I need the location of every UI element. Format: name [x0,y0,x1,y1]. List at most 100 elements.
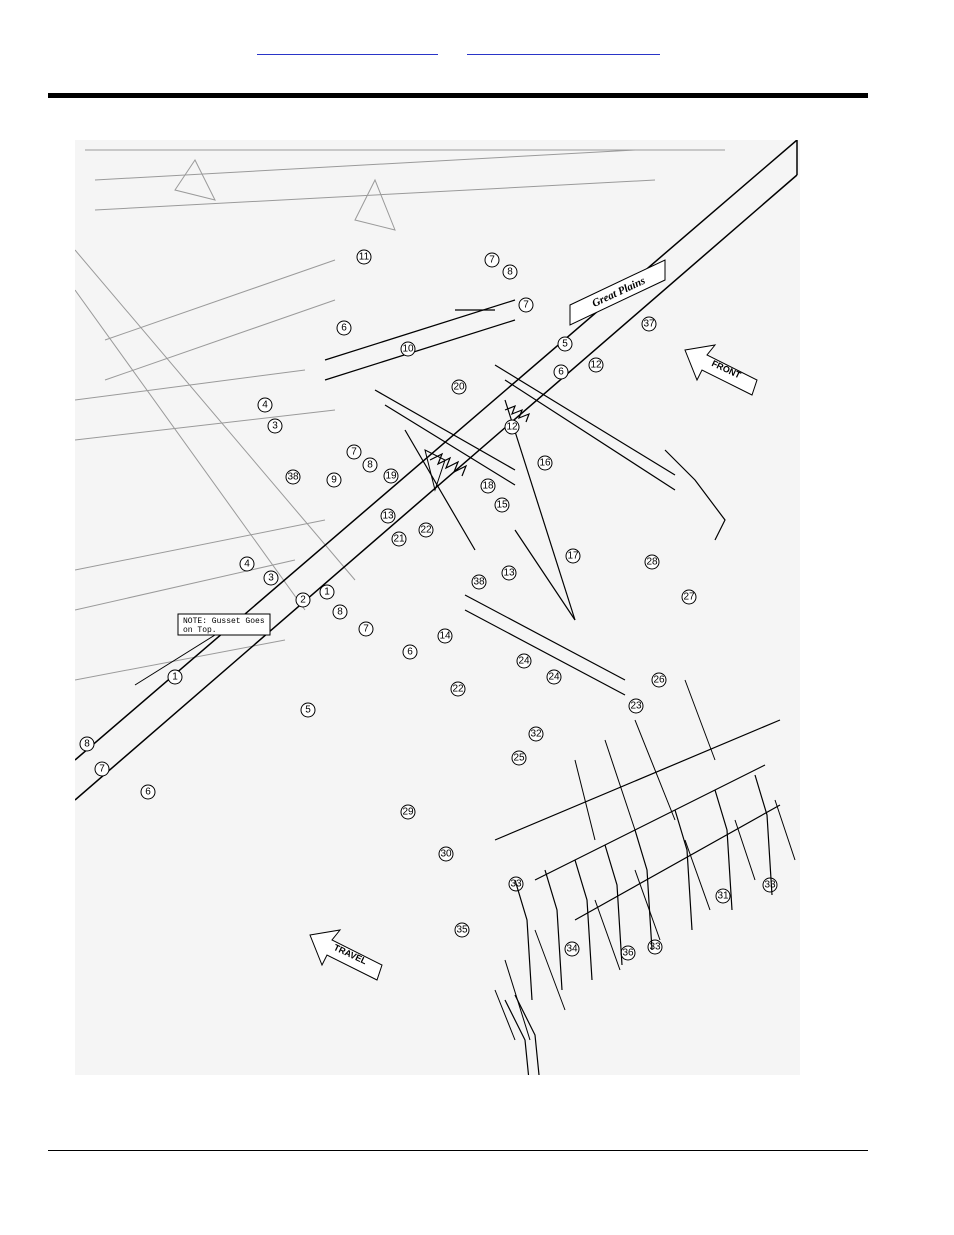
callout-13: 13 [381,509,395,523]
front-arrow: FRONT [685,345,757,395]
spring-18 [430,454,466,476]
callout-23: 23 [629,699,643,713]
svg-text:23: 23 [630,701,642,712]
top-rule [48,93,868,98]
callout-34: 34 [565,942,579,956]
travel-arrow: TRAVEL [310,930,382,980]
svg-text:22: 22 [420,525,432,536]
callout-29: 29 [401,805,415,819]
spring-upper [505,406,529,422]
callout-5: 5 [558,337,572,351]
svg-text:37: 37 [643,319,655,330]
svg-text:3: 3 [272,421,278,432]
svg-text:9: 9 [331,475,337,486]
callout-8d: 8 [80,737,94,751]
svg-text:6: 6 [558,367,564,378]
svg-text:8: 8 [337,607,343,618]
svg-text:4: 4 [244,559,250,570]
callout-30: 30 [439,847,453,861]
callout-11: 11 [357,250,371,264]
callout-33c: 33 [763,878,777,892]
callout-10: 10 [401,342,415,356]
callout-26: 26 [652,673,666,687]
callout-19: 19 [384,469,398,483]
callout-35: 35 [455,923,469,937]
svg-text:8: 8 [84,739,90,750]
header-link-1[interactable] [257,38,438,55]
note-line-1: NOTE: Gusset Goes [183,617,265,626]
svg-text:5: 5 [562,339,568,350]
callout-38: 38 [286,470,300,484]
callout-2: 2 [296,593,310,607]
svg-text:17: 17 [567,551,579,562]
svg-text:5: 5 [305,705,311,716]
svg-text:26: 26 [653,675,665,686]
svg-text:1: 1 [324,587,330,598]
bottom-rule [48,1150,868,1151]
callout-18: 18 [481,479,495,493]
svg-text:6: 6 [341,323,347,334]
callout-37: 37 [642,317,656,331]
svg-text:24: 24 [548,672,560,683]
background-frame [75,150,725,680]
callout-8c: 8 [333,605,347,619]
svg-text:31: 31 [717,891,729,902]
callout-31: 31 [716,889,730,903]
callout-9: 9 [327,473,341,487]
svg-text:34: 34 [566,944,578,955]
svg-text:13: 13 [382,511,394,522]
svg-text:8: 8 [367,460,373,471]
callout-7c: 7 [347,445,361,459]
svg-text:12: 12 [590,360,602,371]
note-line-2: on Top. [183,626,217,635]
svg-text:19: 19 [385,471,397,482]
svg-text:33: 33 [764,880,776,891]
header-links [0,38,954,58]
callout-6: 6 [337,321,351,335]
callout-4b: 4 [240,557,254,571]
svg-text:3: 3 [268,573,274,584]
callout-6c: 6 [403,645,417,659]
svg-text:14: 14 [439,631,451,642]
callout-14: 14 [438,629,452,643]
callout-7d: 7 [359,622,373,636]
svg-text:7: 7 [351,447,357,458]
svg-text:38: 38 [473,577,485,588]
svg-text:35: 35 [456,925,468,936]
callout-20: 20 [452,380,466,394]
callout-8b: 8 [363,458,377,472]
callout-13b: 13 [502,566,516,580]
svg-text:27: 27 [683,592,695,603]
tine-teeth [505,775,772,1075]
callout-27: 27 [682,590,696,604]
callout-22b: 22 [451,682,465,696]
callout-1: 1 [168,670,182,684]
svg-text:8: 8 [507,267,513,278]
svg-text:11: 11 [359,252,370,263]
svg-text:15: 15 [496,500,508,511]
callout-33b: 33 [648,940,662,954]
callout-12: 12 [589,358,603,372]
svg-text:10: 10 [402,344,414,355]
header-link-2[interactable] [467,38,660,55]
callout-3: 3 [268,419,282,433]
callout-12b: 12 [505,420,519,434]
callout-6d: 6 [141,785,155,799]
callout-15: 15 [495,498,509,512]
svg-text:30: 30 [440,849,452,860]
callout-7b: 7 [519,298,533,312]
svg-text:18: 18 [482,481,494,492]
svg-text:1: 1 [172,672,178,683]
svg-text:29: 29 [402,807,414,818]
callout-1b: 1 [320,585,334,599]
parts-diagram-svg: NOTE: Gusset Goes on Top. FRONT TRAVEL G… [75,140,800,1075]
callout-28: 28 [645,555,659,569]
svg-text:32: 32 [530,729,542,740]
svg-text:4: 4 [262,400,268,411]
callout-21: 21 [392,532,406,546]
svg-text:28: 28 [646,557,658,568]
svg-text:21: 21 [393,534,405,545]
callout-5b: 5 [301,703,315,717]
svg-text:7: 7 [363,624,369,635]
callout-17: 17 [566,549,580,563]
